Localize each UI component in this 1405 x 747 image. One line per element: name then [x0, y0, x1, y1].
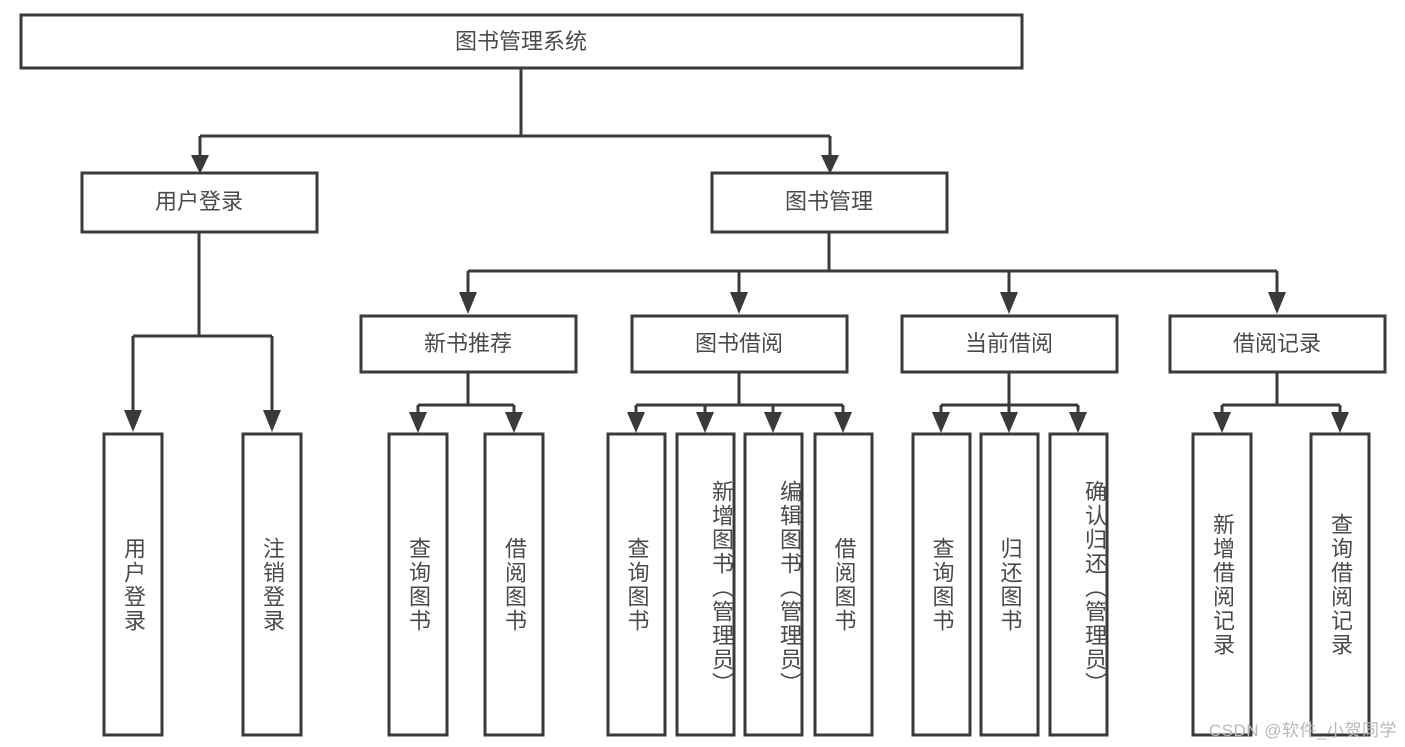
- leaf-box-borrow-book-2[interactable]: [813, 432, 874, 737]
- arrow-head-borrowrecord-leaf-2: [1331, 412, 1349, 433]
- arrow-head-leaf-logout: [263, 410, 281, 432]
- leaf-box-query-record[interactable]: [1309, 432, 1371, 737]
- node-root-label: 图书管理系统: [455, 29, 587, 54]
- arrow-head-bookborrow-leaf-4: [834, 412, 852, 433]
- node-book-borrow-label: 图书借阅: [695, 331, 783, 356]
- node-book-borrow[interactable]: 图书借阅: [630, 314, 849, 374]
- leaf-box-confirm-return[interactable]: [1048, 432, 1109, 737]
- leaf-box-add-book[interactable]: [675, 432, 736, 737]
- leaf-box-user-login[interactable]: [102, 432, 164, 737]
- node-root-box: [19, 13, 1024, 70]
- arrow-head-book-borrow: [730, 292, 748, 314]
- leaf-box-query-book-3[interactable]: [911, 432, 972, 737]
- node-user-login[interactable]: 用户登录: [80, 171, 319, 234]
- node-book-borrow-box: [630, 314, 849, 374]
- arrow-head-userlogin: [191, 155, 209, 174]
- leaf-box-logout[interactable]: [241, 432, 303, 737]
- node-current-borrow[interactable]: 当前借阅: [900, 314, 1119, 374]
- arrow-head-bookborrow-leaf-3: [764, 412, 782, 433]
- node-book-management-box: [710, 171, 949, 234]
- arrow-head-leaf-user-login: [124, 410, 142, 432]
- node-book-management-label: 图书管理: [785, 189, 873, 214]
- arrow-head-currentborrow-leaf-3: [1069, 412, 1087, 433]
- node-root-system[interactable]: 图书管理系统: [19, 13, 1024, 70]
- arrow-head-bookborrow-leaf-2: [696, 412, 714, 433]
- node-current-borrow-box: [900, 314, 1119, 374]
- node-new-book-recommend-label: 新书推荐: [424, 331, 512, 356]
- arrow-head-new-book: [459, 292, 477, 314]
- csdn-watermark: CSDN @软件_小贺同学: [1208, 721, 1397, 740]
- node-user-login-label: 用户登录: [155, 189, 243, 214]
- node-borrow-record-box: [1168, 314, 1387, 374]
- leaf-box-query-book-1[interactable]: [387, 432, 449, 737]
- leaf-box-query-book-2[interactable]: [606, 432, 667, 737]
- arrow-head-newbook-leaf-2: [505, 412, 523, 433]
- arrow-head-currentborrow-leaf-2: [1000, 412, 1018, 433]
- node-current-borrow-label: 当前借阅: [965, 331, 1053, 356]
- arrow-head-bookmgmt: [821, 155, 839, 174]
- node-new-book-recommend[interactable]: 新书推荐: [359, 314, 578, 374]
- node-new-book-recommend-box: [359, 314, 578, 374]
- node-borrow-record[interactable]: 借阅记录: [1168, 314, 1387, 374]
- leaf-box-add-record[interactable]: [1191, 432, 1253, 737]
- arrow-head-current-borrow: [1000, 292, 1018, 314]
- arrow-head-newbook-leaf-1: [409, 412, 427, 433]
- leaf-box-borrow-book-1[interactable]: [483, 432, 545, 737]
- arrow-head-bookborrow-leaf-1: [627, 412, 645, 433]
- node-borrow-record-label: 借阅记录: [1233, 331, 1321, 356]
- node-book-management[interactable]: 图书管理: [710, 171, 949, 234]
- arrow-head-borrowrecord-leaf-1: [1213, 412, 1231, 433]
- arrow-head-currentborrow-leaf-1: [932, 412, 950, 433]
- leaf-box-return-book[interactable]: [979, 432, 1040, 737]
- arrow-head-borrow-record: [1268, 292, 1286, 314]
- leaf-box-edit-book[interactable]: [743, 432, 804, 737]
